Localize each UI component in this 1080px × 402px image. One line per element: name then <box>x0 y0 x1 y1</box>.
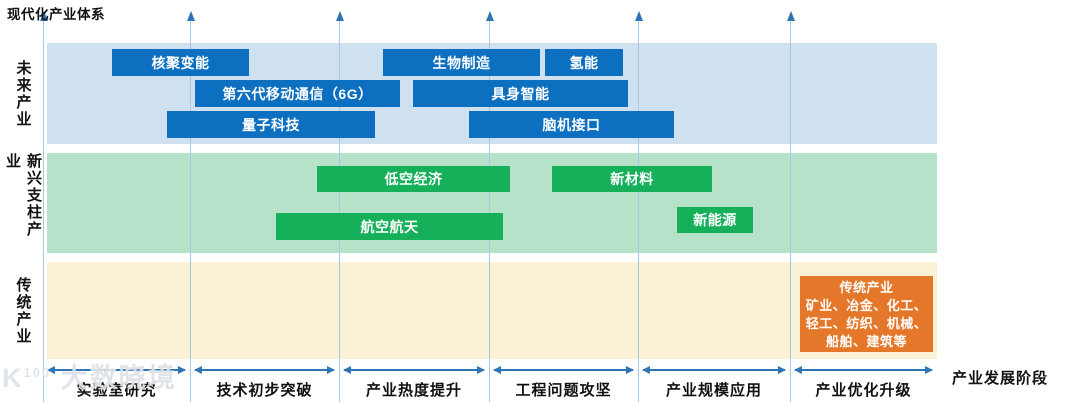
watermark-text: 大数晓境 <box>51 363 177 393</box>
up-arrow-icon <box>786 11 795 21</box>
traditional-box-line: 船舶、建筑等 <box>825 334 907 349</box>
stage-divider-line <box>489 20 490 402</box>
stage-range-arrow <box>642 366 786 374</box>
stage-divider-line <box>638 20 639 402</box>
row-label-emerging: 新兴支柱产业 <box>4 153 42 238</box>
industry-bar-future: 第六代移动通信（6G） <box>195 80 400 107</box>
x-axis-title: 产业发展阶段 <box>952 370 1049 387</box>
stage-label: 产业优化升级 <box>815 382 912 399</box>
traditional-box-line: 矿业、冶金、化工、 <box>805 298 928 313</box>
stage-range-arrow <box>794 366 933 374</box>
stage-divider-line <box>790 20 791 402</box>
watermark-logo: K100 大数晓境 <box>2 356 177 395</box>
traditional-box-line: 传统产业 <box>839 280 894 295</box>
industry-bar-future: 核聚变能 <box>112 49 249 76</box>
stage-range-arrow <box>493 366 634 374</box>
industry-bar-emerging: 低空经济 <box>317 166 510 192</box>
up-arrow-icon <box>186 11 195 21</box>
stage-label: 实验室研究 <box>76 382 157 399</box>
traditional-box-line: 轻工、纺织、机械、 <box>805 316 928 331</box>
page-title: 现代化产业体系 <box>7 7 105 22</box>
traditional-industries-box: 传统产业矿业、冶金、化工、轻工、纺织、机械、船舶、建筑等 <box>800 276 933 352</box>
up-arrow-icon <box>634 11 643 21</box>
row-label-future: 未来产业 <box>14 59 32 128</box>
industry-bar-emerging: 新材料 <box>552 166 712 192</box>
stage-divider-line <box>190 20 191 402</box>
stage-label: 工程问题攻坚 <box>515 382 612 399</box>
stage-range-arrow <box>194 366 335 374</box>
industry-bar-emerging: 航空航天 <box>276 213 503 240</box>
stage-range-arrow <box>47 366 186 374</box>
band-traditional <box>47 262 937 359</box>
stage-divider-line <box>43 20 44 402</box>
industry-bar-future: 量子科技 <box>167 111 375 138</box>
up-arrow-icon <box>485 11 494 21</box>
up-arrow-icon <box>39 11 48 21</box>
stage-label: 产业规模应用 <box>665 382 762 399</box>
stage-range-arrow <box>343 366 485 374</box>
up-arrow-icon <box>335 11 344 21</box>
stage-label: 技术初步突破 <box>216 382 313 399</box>
industry-bar-future: 脑机接口 <box>469 111 674 138</box>
stage-divider-line <box>339 20 340 402</box>
industry-bar-future: 具身智能 <box>413 80 628 107</box>
row-label-traditional: 传统产业 <box>14 276 32 345</box>
watermark-logo-glyph: K <box>2 363 24 393</box>
industry-bar-future: 生物制造 <box>383 49 540 76</box>
industry-bar-emerging: 新能源 <box>677 207 753 233</box>
stage-label: 产业热度提升 <box>365 382 462 399</box>
watermark-logo-sup: 100 <box>23 365 52 380</box>
industry-bar-future: 氢能 <box>545 49 623 76</box>
